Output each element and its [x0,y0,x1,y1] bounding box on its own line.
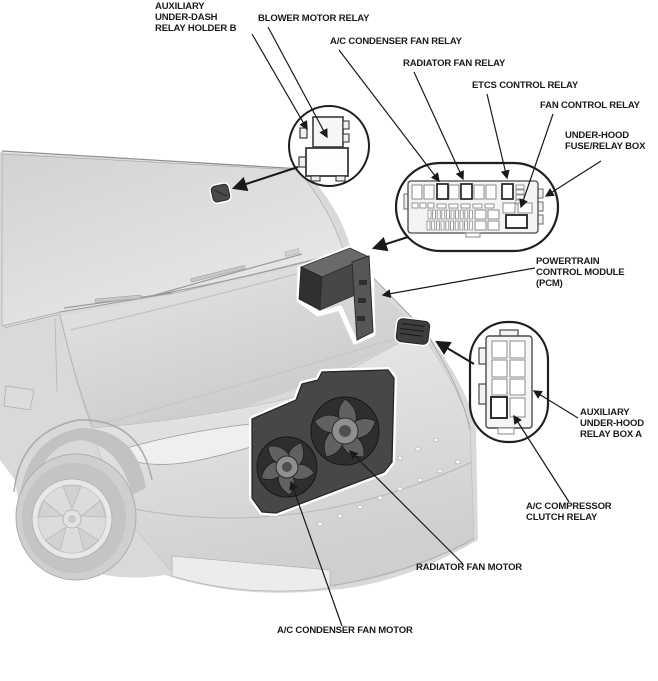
relay-box-a-location [394,316,432,347]
fan-assembly [249,367,397,516]
leader-lines [231,26,602,627]
underdash-holder-location [209,182,232,204]
label-fan-control-relay: FAN CONTROL RELAY [540,100,640,111]
label-ac-condenser-fan-motor: A/C CONDENSER FAN MOTOR [277,625,413,636]
highlighted-relays-top-row [436,183,514,200]
bubble-fuse-box [394,161,560,253]
label-radiator-fan-relay: RADIATOR FAN RELAY [403,58,506,69]
skid-plate [171,555,331,592]
ac-compressor-clutch-relay-slot [490,396,508,419]
front-wheel [15,453,137,581]
label-ac-condenser-fan-relay: A/C CONDENSER FAN RELAY [330,36,462,47]
label-blower-motor-relay: BLOWER MOTOR RELAY [258,13,370,24]
bubble-relay-box-a [468,320,550,444]
label-etcs-control-relay: ETCS CONTROL RELAY [472,80,579,91]
label-powertrain-control-module: POWERTRAIN CONTROL MODULE (PCM) [536,256,625,289]
side-mirror [3,385,35,411]
label-aux-under-hood-relay-box-a: AUXILIARY UNDER-HOOD RELAY BOX A [580,407,644,440]
fan-control-relay-slot [505,214,528,229]
label-ac-compressor-clutch-relay: A/C COMPRESSOR CLUTCH RELAY [526,501,612,523]
label-radiator-fan-motor: RADIATOR FAN MOTOR [416,562,523,573]
label-under-hood-fuse-relay-box: UNDER-HOOD FUSE/RELAY BOX [565,130,646,152]
wiper-blades [63,248,303,309]
label-aux-under-dash-relay-holder-b: AUXILIARY UNDER-DASH RELAY HOLDER B [155,1,237,34]
pcm-module [296,244,376,345]
radiator-fan [310,396,380,466]
condenser-fan [256,436,318,498]
bubble-underdash-holder [288,105,370,187]
